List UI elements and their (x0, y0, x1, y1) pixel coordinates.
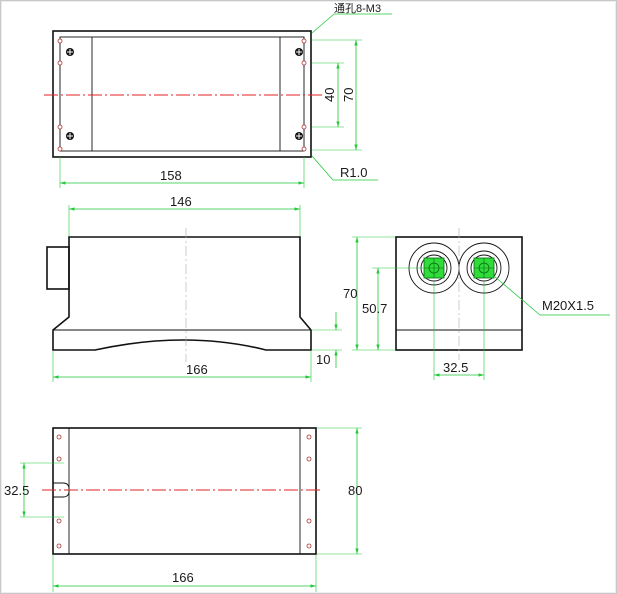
dim-side-height-label: 70 (343, 286, 357, 301)
dim-slot-label: 32.5 (4, 483, 29, 498)
top-view-outline (52, 30, 312, 158)
side-view: 70 50.7 32.5 M20X1.5 (343, 228, 610, 380)
radius-callout-leader (311, 155, 334, 181)
bottom-view: 32.5 80 166 (4, 427, 362, 592)
front-view-connector (46, 246, 70, 290)
hole-callout-leader (311, 13, 335, 34)
top-view-inner-outline (59, 36, 305, 152)
bottom-view-screw-holes (56, 434, 312, 549)
bottom-view-outline (52, 427, 317, 555)
thread-callout-leader (493, 275, 541, 316)
top-view-screw-holes (57, 38, 307, 152)
dim-bottom-length-label: 166 (186, 362, 208, 377)
front-view: 146 166 10 (46, 194, 342, 382)
dim-length-top-label: 158 (160, 168, 182, 183)
dim-foot-label: 10 (316, 352, 330, 367)
dim-bottom-view-length-label: 166 (172, 570, 194, 585)
dim-top-length-label: 146 (170, 194, 192, 209)
dim-axis-height-label: 50.7 (362, 301, 387, 316)
top-view-screws (66, 48, 303, 140)
front-view-outline (52, 236, 312, 351)
top-view: 通孔8-M3 R1.0 40 70 158 (44, 2, 392, 188)
hole-callout-label: 通孔8-M3 (334, 2, 381, 15)
dim-spacing-label: 32.5 (443, 360, 468, 375)
dim-width-label: 80 (348, 483, 362, 498)
dim-inner-height-label: 40 (322, 88, 337, 102)
thread-callout-label: M20X1.5 (542, 298, 594, 313)
dim-outer-height-label: 70 (341, 88, 356, 102)
radius-callout-label: R1.0 (340, 165, 367, 180)
